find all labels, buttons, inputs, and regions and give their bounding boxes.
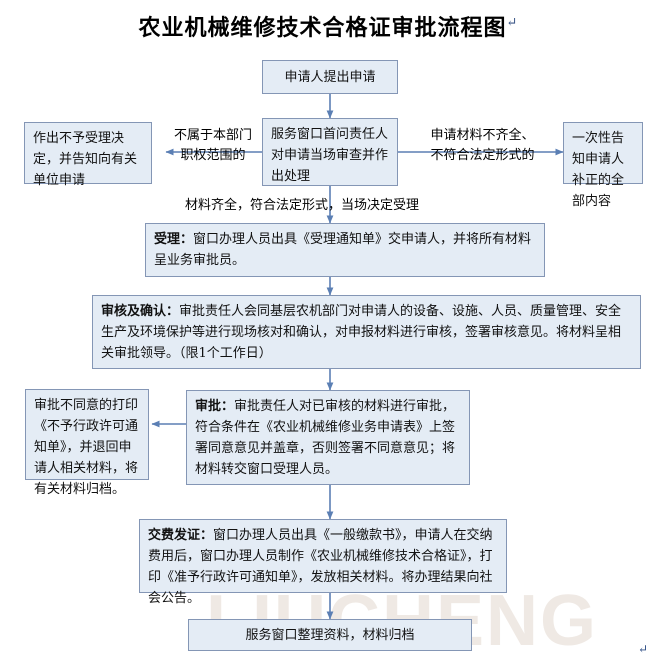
- node-pay-issue[interactable]: 交费发证：窗口办理人员出具《一般缴款书》，申请人在交纳费用后，窗口办理人员制作《…: [139, 519, 507, 606]
- node-reject-decision[interactable]: 作出不予受理决定，并告知向有关单位申请: [24, 122, 152, 188]
- node-accept-body: 窗口办理人员出具《受理通知单》交申请人，并将所有材料呈业务审批员。: [154, 232, 532, 268]
- node-approval-title: 审批：: [195, 399, 235, 414]
- node-first-ask-label: 服务窗口首问责任人对申请当场审查并作出处理: [271, 127, 389, 184]
- node-archive-label: 服务窗口整理资料，材料归档: [245, 627, 415, 643]
- edge-label-out-of-scope-line1: 不属于本部门: [173, 128, 252, 143]
- node-applicant[interactable]: 申请人提出申请: [262, 60, 398, 94]
- node-applicant-label: 申请人提出申请: [284, 69, 376, 85]
- title-paragraph-mark: ↵: [506, 15, 519, 31]
- edge-label-incomplete-line1: 申请材料不齐全、: [430, 128, 535, 143]
- node-disapprove-label: 审批不同意的打印《不予行政许可通知单》，并退回申请人相关材料，将有关材料归档。: [34, 398, 139, 497]
- node-archive[interactable]: 服务窗口整理资料，材料归档: [188, 619, 472, 651]
- node-disapprove[interactable]: 审批不同意的打印《不予行政许可通知单》，并退回申请人相关材料，将有关材料归档。: [25, 389, 149, 497]
- node-reject-decision-label: 作出不予受理决定，并告知向有关单位申请: [33, 131, 138, 188]
- edge-label-out-of-scope-line2: 职权范围的: [180, 148, 246, 163]
- node-accept-title: 受理：: [154, 232, 194, 247]
- node-review-confirm-body: 审批责任人会同基层农机部门对申请人的设备、设施、人员、质量管理、安全生产及环境保…: [101, 304, 622, 361]
- edge-label-complete: 材料齐全，符合法定形式，当场决定受理: [185, 196, 419, 216]
- page-title-text: 农业机械维修技术合格证审批流程图: [138, 15, 507, 41]
- edge-label-complete-line1: 材料齐全，符合法定形式，当场决定受理: [185, 198, 420, 213]
- node-first-ask[interactable]: 服务窗口首问责任人对申请当场审查并作出处理: [262, 118, 398, 186]
- node-approval[interactable]: 审批：审批责任人对已审核的材料进行审批，符合条件在《农业机械维修业务申请表》上签…: [186, 390, 470, 485]
- edge-label-incomplete: 申请材料不齐全、 不符合法定形式的: [405, 126, 560, 166]
- node-accept[interactable]: 受理：窗口办理人员出具《受理通知单》交申请人，并将所有材料呈业务审批员。: [145, 223, 545, 277]
- node-pay-issue-title: 交费发证：: [148, 528, 214, 543]
- edge-label-incomplete-line2: 不符合法定形式的: [430, 148, 535, 163]
- node-review-confirm[interactable]: 审核及确认：审批责任人会同基层农机部门对申请人的设备、设施、人员、质量管理、安全…: [92, 295, 641, 369]
- node-pay-issue-body: 窗口办理人员出具《一般缴款书》，申请人在交纳费用后，窗口办理人员制作《农业机械维…: [148, 528, 493, 606]
- bottom-paragraph-mark: ↵: [638, 642, 649, 656]
- node-notify-once-label: 一次性告知申请人补正的全部内容: [572, 131, 625, 209]
- node-notify-once[interactable]: 一次性告知申请人补正的全部内容: [563, 122, 643, 209]
- page-title: 农业机械维修技术合格证审批流程图↵: [0, 10, 657, 42]
- edge-label-out-of-scope: 不属于本部门 职权范围的: [165, 126, 261, 166]
- node-approval-body: 审批责任人对已审核的材料进行审批，符合条件在《农业机械维修业务申请表》上签署同意…: [195, 399, 456, 477]
- node-review-confirm-title: 审核及确认：: [101, 304, 180, 319]
